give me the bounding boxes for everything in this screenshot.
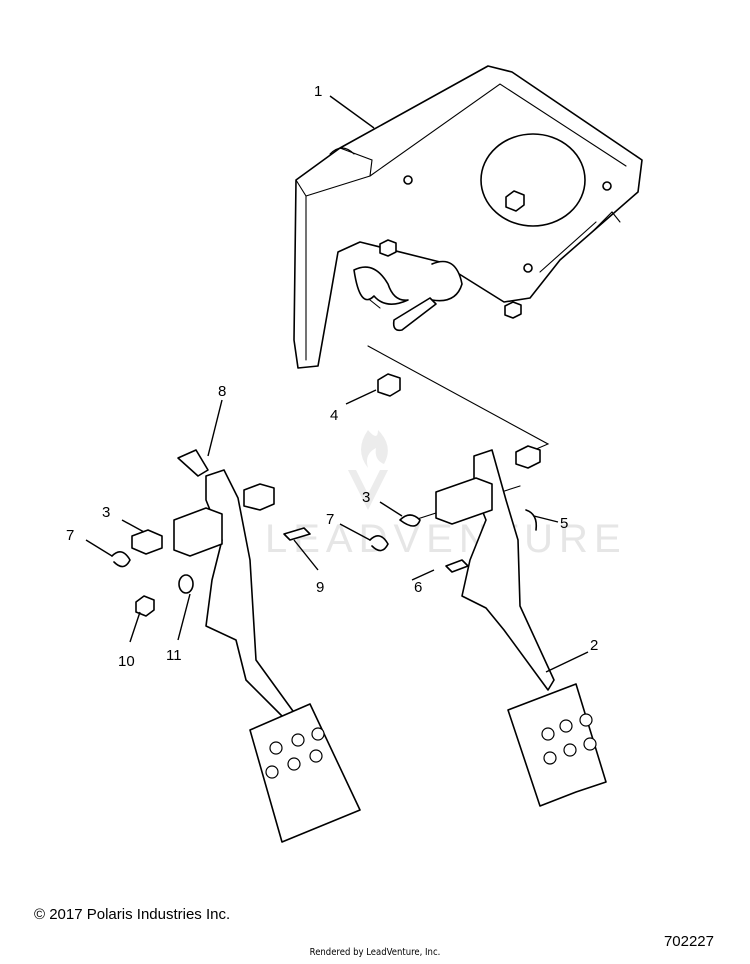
- assembly-line: [367, 345, 550, 457]
- flange-nut: [377, 373, 401, 397]
- callout-7-left: 7: [66, 527, 74, 544]
- callout-1: 1: [314, 83, 322, 100]
- callout-2: 2: [590, 637, 598, 654]
- callout-3-right: 3: [362, 489, 370, 506]
- callout-11: 11: [166, 647, 182, 664]
- callout-5: 5: [560, 515, 568, 532]
- watermark-text: LEADVENTURE: [265, 517, 627, 561]
- pedal-bracket: [293, 65, 643, 369]
- right-pedal-arm: [369, 445, 607, 807]
- copyright-text: © 2017 Polaris Industries Inc.: [34, 906, 231, 923]
- callout-9: 9: [316, 579, 324, 596]
- callout-labels: 1 2 3 3 4 5 6 7 7 8 9 10 11: [66, 83, 598, 670]
- left-pedal-arm: [111, 449, 361, 843]
- callout-7-right: 7: [326, 511, 334, 528]
- callout-6: 6: [414, 579, 422, 596]
- callout-8: 8: [218, 383, 226, 400]
- callout-3-left: 3: [102, 504, 110, 521]
- rendered-by-text: Rendered by LeadVenture, Inc.: [309, 947, 441, 958]
- callout-10: 10: [118, 653, 135, 670]
- leader-lines: [85, 95, 589, 673]
- callout-4: 4: [330, 407, 338, 424]
- drawing-number: 702227: [663, 933, 714, 950]
- watermark: LEADVENTURE: [265, 430, 627, 561]
